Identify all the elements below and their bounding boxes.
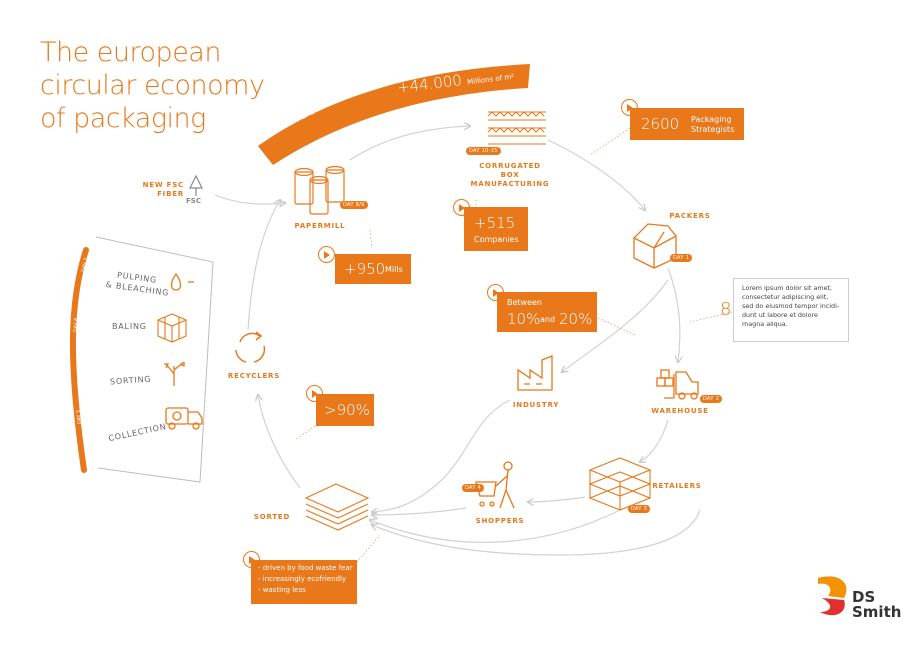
- range-high: 20%: [559, 310, 593, 328]
- stat-recycle: >90%: [316, 394, 374, 426]
- day-badge-corrugated: DAY 10-15: [466, 147, 501, 155]
- brand-line2: Smith: [852, 603, 902, 621]
- badge-mills: [318, 246, 335, 263]
- label-sorted: SORTED: [253, 513, 291, 521]
- label-recyclers: RECYCLERS: [227, 372, 281, 380]
- step-baling: BALING: [112, 322, 147, 331]
- label-new-fsc-fiber: NEW FSC FIBER: [142, 181, 184, 198]
- day-badge-packers: DAY 1: [670, 254, 693, 262]
- drop-icon: [170, 272, 194, 291]
- between-label: Between: [507, 298, 543, 307]
- stat-companies: +515 Companies: [464, 207, 528, 251]
- strategists-label-2: Strategists: [691, 125, 735, 134]
- label-warehouse: WAREHOUSE: [651, 407, 709, 415]
- drivers-list: - driven by food waste fear - increasing…: [251, 560, 357, 604]
- side-note-text: Lorem ipsum dolor sit amet, consectetur …: [733, 278, 849, 342]
- recycle-value: >90%: [324, 401, 370, 419]
- day-badge-papermill: DAY 8/9: [340, 201, 368, 209]
- ds-smith-logo-mark: [818, 576, 847, 616]
- mills-value: +950: [344, 260, 386, 278]
- day-badge-retailers: DAY 3: [628, 505, 651, 513]
- label-shoppers: SHOPPERS: [475, 517, 525, 525]
- page-title: The european circular economy of packagi…: [40, 37, 265, 134]
- recycle-icon: [235, 331, 266, 363]
- forklift-icon: [656, 369, 699, 400]
- truck-icon: [165, 407, 203, 430]
- range-and: and: [540, 315, 556, 324]
- process-panel: [69, 236, 214, 483]
- stat-range: Between 10% and 20%: [497, 292, 597, 332]
- factory-icon: [517, 355, 553, 391]
- strategists-value: 2600: [641, 115, 680, 133]
- driver-item: - driven by food waste fear: [258, 564, 353, 572]
- dotted-leaders: [294, 127, 733, 571]
- branch-icon: [164, 361, 185, 386]
- day-badge-baling: DAY 6: [73, 317, 80, 333]
- brand-line1: DS: [852, 588, 876, 606]
- range-low: 10%: [507, 310, 541, 328]
- strategists-label-1: Packaging: [691, 115, 732, 124]
- day-badge-shoppers: DAY 4: [462, 484, 485, 492]
- fsc-mark: FSC: [186, 197, 201, 205]
- label-packers: PACKERS: [669, 212, 711, 220]
- paper-roll-icon: [294, 165, 345, 215]
- open-box-icon: [633, 223, 677, 269]
- brand-name: DS Smith: [852, 590, 901, 620]
- corrugated-box-icon: [487, 111, 546, 145]
- day-badge-warehouse: DAY 2: [700, 395, 723, 403]
- bale-icon: [157, 313, 187, 343]
- shelves-icon: [588, 457, 652, 511]
- label-corrugated: CORRUGATED BOX MANUFACTURING: [470, 162, 550, 188]
- driver-item: - wasting less: [258, 586, 306, 594]
- fsc-tree-icon: [189, 174, 203, 196]
- companies-label: Companies: [474, 235, 519, 244]
- mills-label: Mills: [385, 265, 403, 274]
- companies-value: +515: [474, 214, 516, 232]
- label-industry: INDUSTRY: [512, 401, 560, 409]
- stat-strategists: 2600 Packaging Strategists: [630, 108, 744, 140]
- label-retailers: RETAILERS: [652, 482, 702, 490]
- stat-mills: +950 Mills: [335, 254, 411, 284]
- arc-banner: [258, 64, 530, 165]
- flow-lines: [214, 126, 701, 556]
- label-papermill: PAPERMILL: [294, 222, 346, 230]
- stacked-sheets-icon: [304, 483, 370, 531]
- driver-item: - increasingly ecofriendly: [258, 575, 347, 583]
